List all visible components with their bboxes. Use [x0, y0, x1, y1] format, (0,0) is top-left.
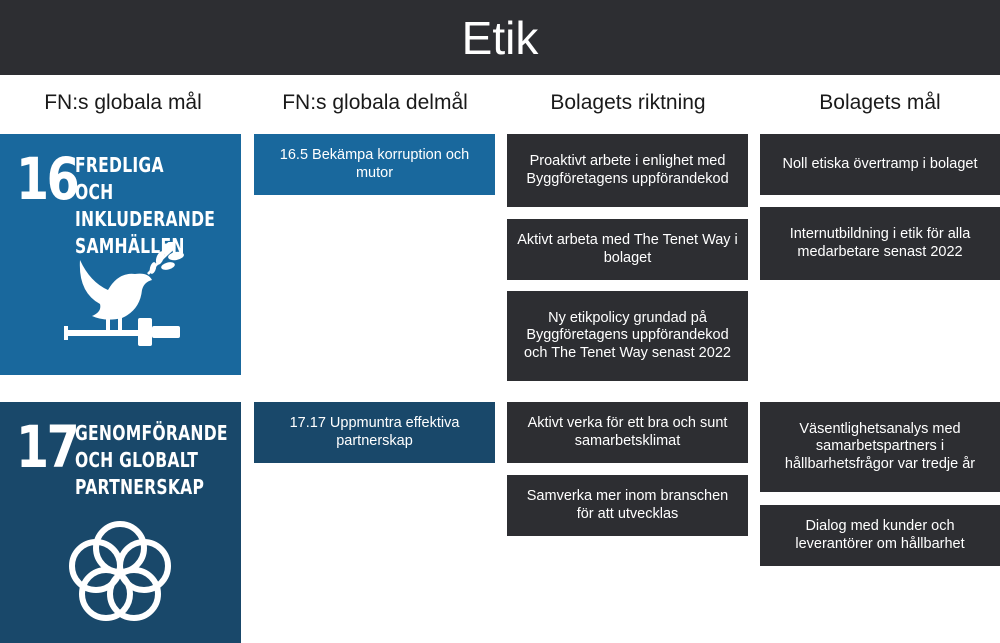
sdg-17-tile: 17 GENOMFÖRANDE OCH GLOBALT PARTNERSKAP	[0, 402, 241, 643]
company-goal-box: Väsentlighetsanalys med samarbetspartner…	[760, 402, 1000, 492]
direction-box: Aktivt arbeta med The Tenet Way i bolage…	[507, 219, 748, 280]
sdg-16-number: 16	[16, 145, 80, 213]
sdg-16-name: FREDLIGA OCH INKLUDERANDE SAMHÄLLEN	[75, 153, 216, 258]
company-goal-box: Noll etiska övertramp i bolaget	[760, 134, 1000, 195]
company-goal-box: Internutbildning i etik för alla medarbe…	[760, 207, 1000, 280]
direction-box: Aktivt verka för ett bra och sunt samarb…	[507, 402, 748, 463]
column-header-global-goals: FN:s globala mål	[44, 91, 202, 114]
direction-box: Proaktivt arbete i enlighet med Byggföre…	[507, 134, 748, 207]
column-header-direction: Bolagets riktning	[550, 91, 706, 114]
direction-box: Ny etikpolicy grundad på Byggföretagens …	[507, 291, 748, 381]
interlocking-circles-icon	[69, 521, 171, 621]
sdg-17-name: GENOMFÖRANDE OCH GLOBALT PARTNERSKAP	[75, 421, 228, 499]
company-goal-box: Dialog med kunder och leverantörer om hå…	[760, 505, 1000, 566]
sdg-16-tile: 16 FREDLIGA OCH INKLUDERANDE SAMHÄLLEN	[0, 134, 241, 375]
dove-gavel-icon	[64, 242, 184, 346]
target-17-17: 17.17 Uppmuntra effektiva partnerskap	[254, 402, 495, 463]
sdg-17-number: 17	[16, 413, 80, 481]
target-16-5: 16.5 Bekämpa korruption och mutor	[254, 134, 495, 195]
column-header-company-goals: Bolagets mål	[819, 91, 941, 114]
direction-box: Samverka mer inom branschen för att utve…	[507, 475, 748, 536]
page-title: Etik	[0, 0, 1000, 75]
column-header-targets: FN:s globala delmål	[282, 91, 468, 114]
